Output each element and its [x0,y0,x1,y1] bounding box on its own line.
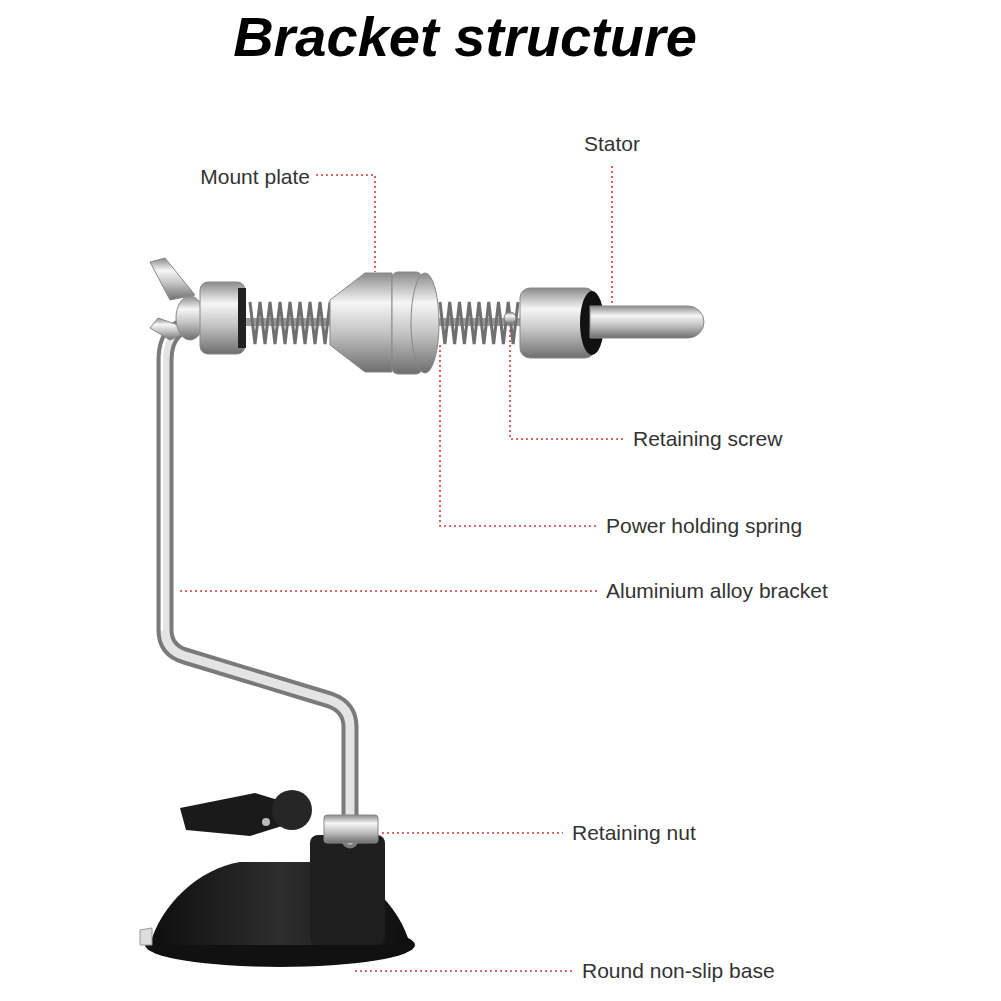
left-washer [200,282,246,354]
part-label: Power holding spring [606,513,802,538]
retaining-screw [504,312,516,324]
suction-base [140,790,415,967]
part-label: Mount plate [200,164,310,189]
part-label: Retaining screw [633,426,782,451]
spring-coil [250,302,330,344]
part-label: Retaining nut [572,820,696,845]
retaining-nut [324,815,378,843]
bracket-rod [162,319,350,840]
disk [392,272,439,374]
stator-rod [590,306,704,338]
wing-nut [150,258,204,340]
part-label: Aluminium alloy bracket [606,578,828,603]
part-label: Stator [584,131,640,156]
part-label: Round non-slip base [582,958,775,983]
leader-lines [180,166,624,971]
spring-coil [440,302,518,344]
title: Bracket structure [233,4,697,69]
mount-plate [330,273,392,372]
